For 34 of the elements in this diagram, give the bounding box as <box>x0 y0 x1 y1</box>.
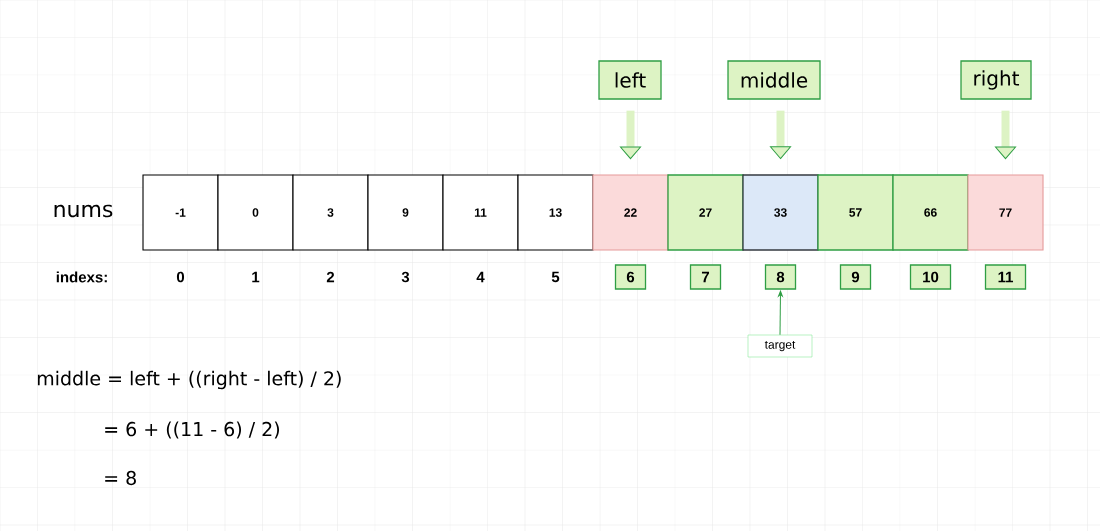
array-cell: 22 <box>592 174 669 251</box>
arrow <box>778 290 783 336</box>
index-number: 4 <box>476 271 485 283</box>
array-cell: 77 <box>967 174 1044 251</box>
array-cell: 27 <box>667 174 744 251</box>
index-box: 8 <box>764 264 797 290</box>
index-box: 7 <box>689 264 722 290</box>
pointer-label-box: right <box>960 60 1032 100</box>
index-box: 10 <box>909 264 952 290</box>
index-box: 6 <box>614 264 647 290</box>
array-name: nums <box>54 204 113 218</box>
pointer-label-box: left <box>598 60 662 100</box>
index-number: 5 <box>551 271 560 283</box>
array-cell: 66 <box>892 174 969 251</box>
pointer-label-box: middle <box>727 60 821 100</box>
array-cell: -1 <box>142 174 219 251</box>
array-cell: 0 <box>217 174 294 251</box>
formula-line: middle = left + ((right - left) / 2) <box>37 370 341 390</box>
index-number: 1 <box>252 271 260 283</box>
index-number: 2 <box>326 271 335 283</box>
index-box: 9 <box>839 264 872 290</box>
index-number: 3 <box>401 271 410 283</box>
index-number: 0 <box>176 271 185 283</box>
formula-line: = 6 + ((11 - 6) / 2) <box>105 421 279 439</box>
row-label: indexs: <box>56 271 107 283</box>
array-cell: 13 <box>517 174 594 251</box>
array-cell: 11 <box>442 174 519 251</box>
formula-line: = 8 <box>105 470 136 486</box>
array-cell: 9 <box>367 174 444 251</box>
index-box: 11 <box>984 264 1027 290</box>
array-cell: 3 <box>292 174 369 251</box>
array-cell: 33 <box>742 174 819 251</box>
array-cell: 57 <box>817 174 894 251</box>
target-box: target <box>747 334 813 358</box>
